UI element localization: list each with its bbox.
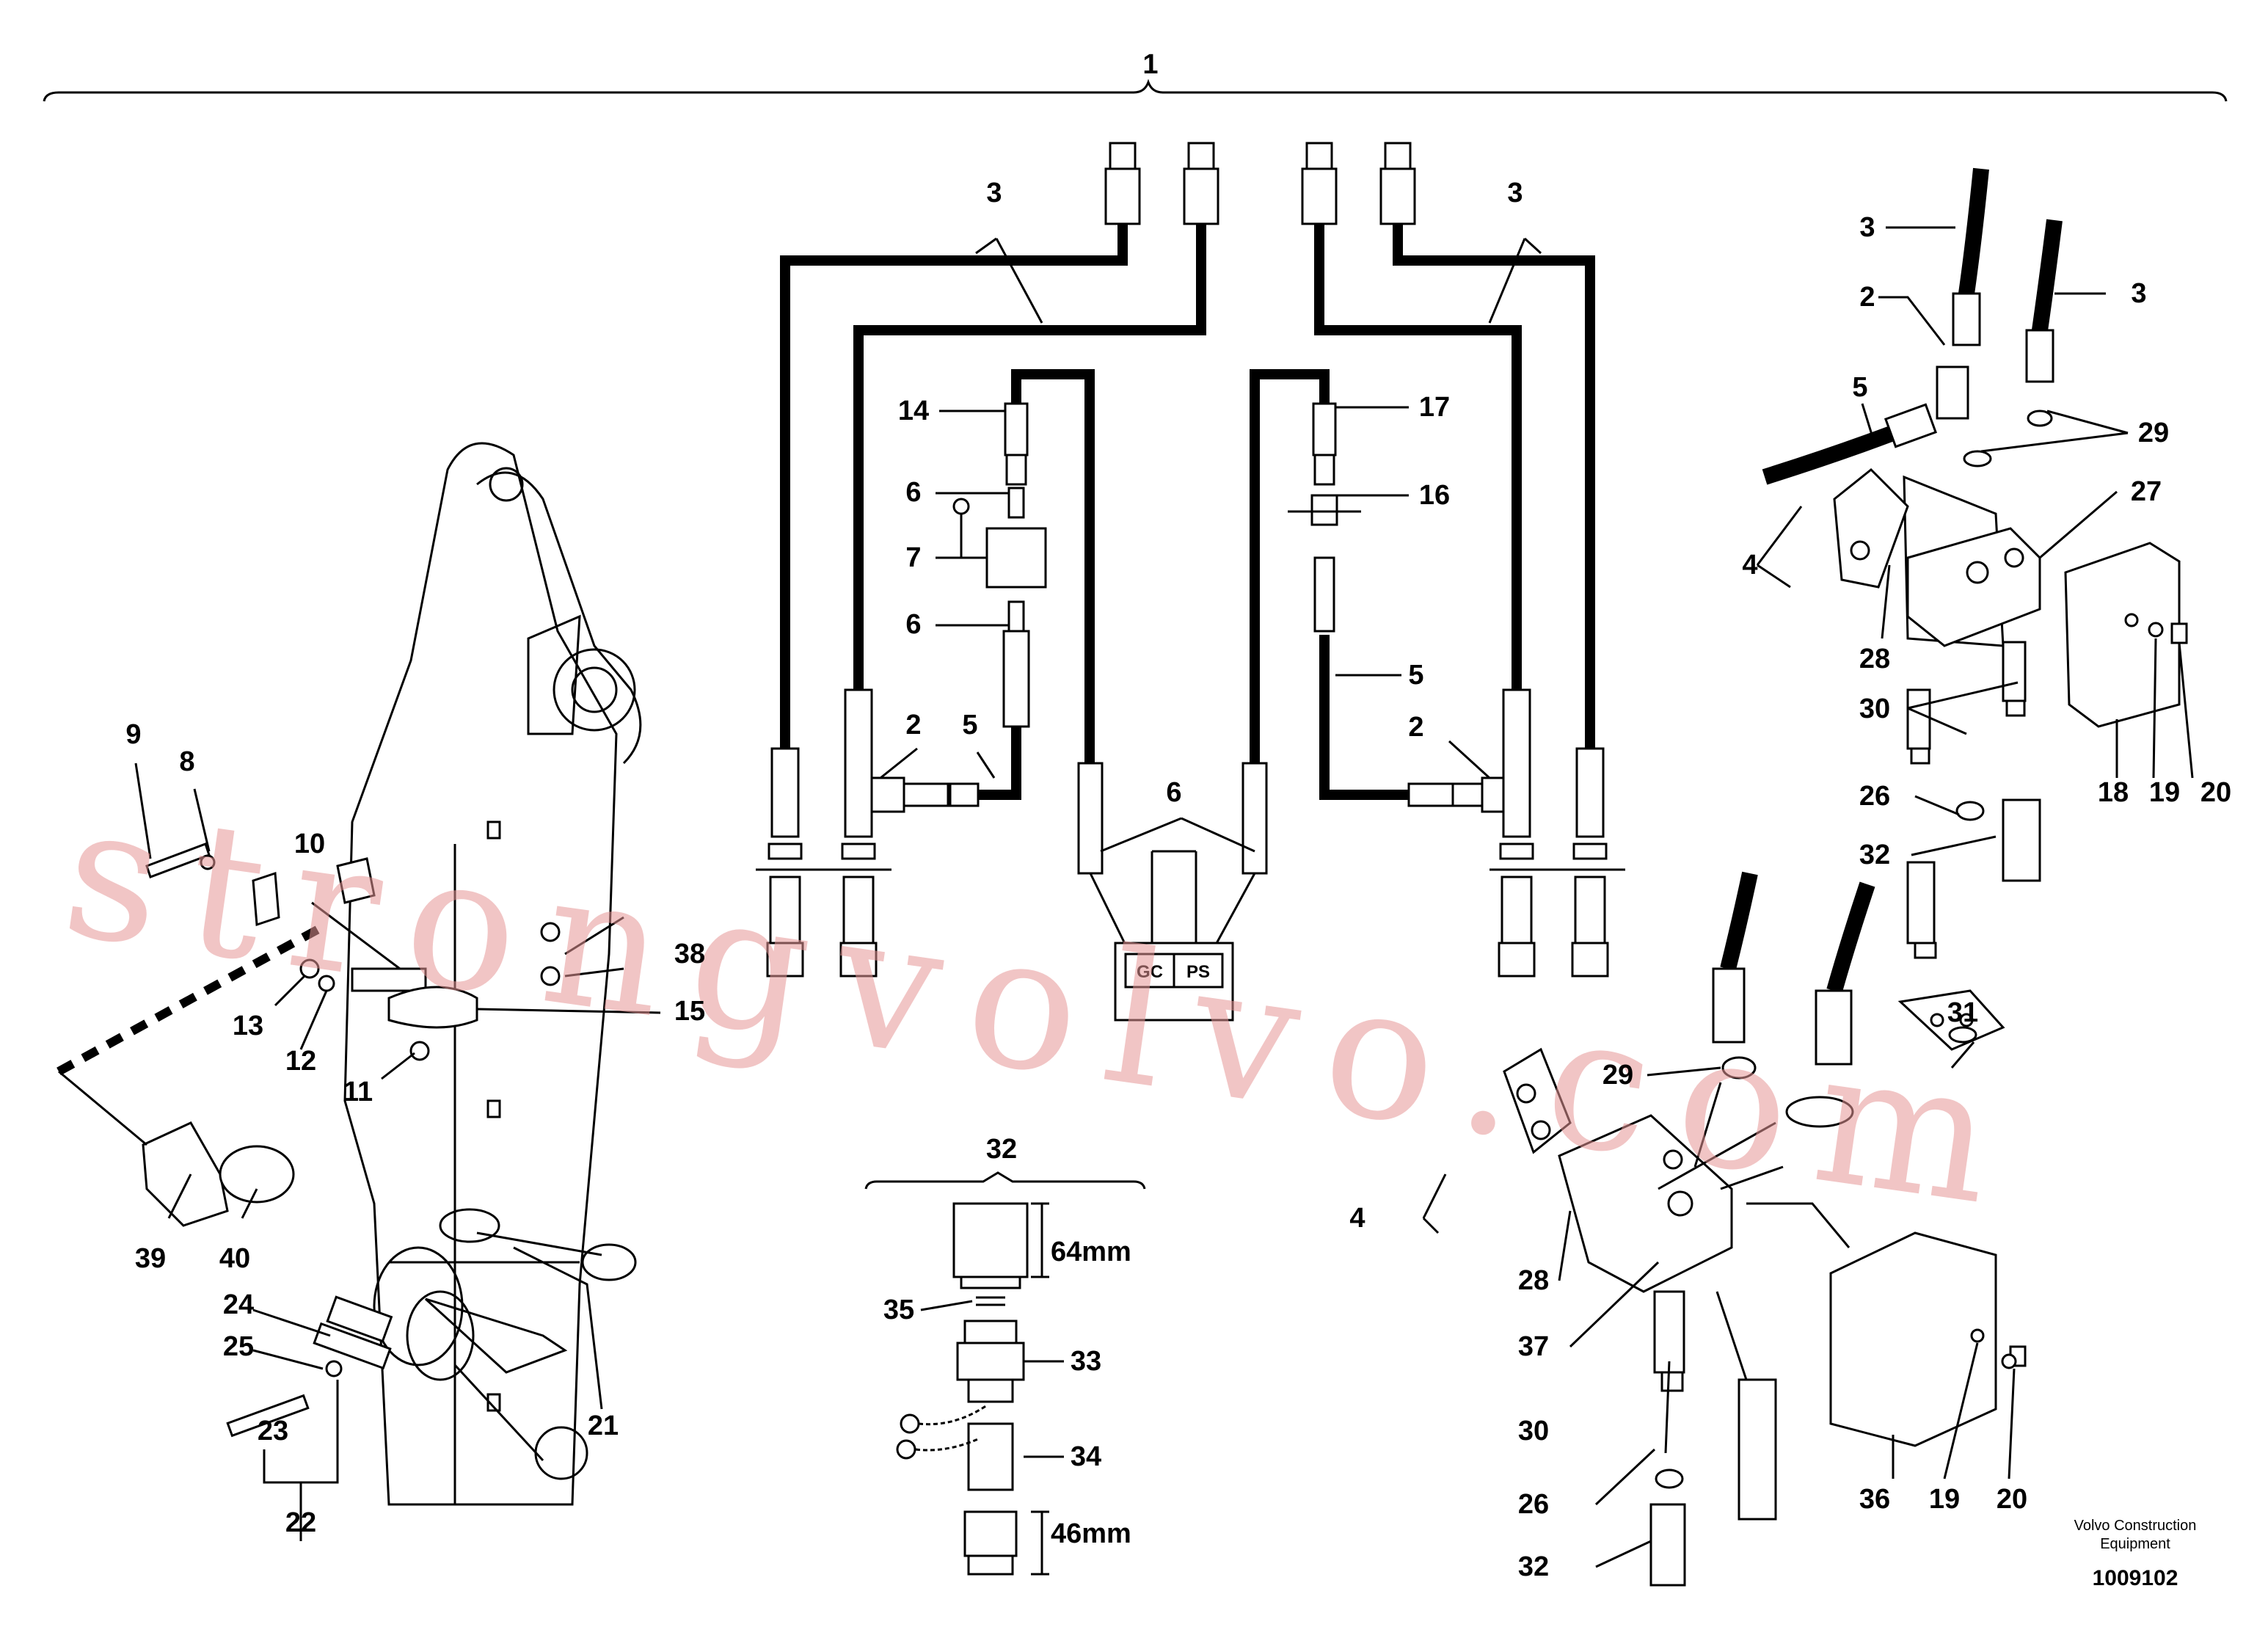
label-3: 3	[2131, 278, 2146, 309]
label-1: 1	[1142, 49, 1158, 80]
boom-leaders	[58, 762, 661, 1541]
label-3: 3	[1507, 178, 1523, 208]
label-13: 13	[233, 1011, 263, 1041]
coupling-group	[864, 1171, 1146, 1576]
label-20: 20	[2200, 777, 2231, 808]
label-5: 5	[1852, 372, 1867, 403]
label-3: 3	[1859, 212, 1875, 243]
label-33: 33	[1071, 1346, 1101, 1377]
company-name-line2: Equipment	[2100, 1536, 2170, 1552]
label-6: 6	[905, 477, 921, 508]
boom-arm	[326, 442, 642, 1506]
label-9: 9	[125, 719, 141, 750]
label-5: 5	[962, 710, 977, 740]
detail-lower-right	[1503, 871, 2027, 1587]
label-26: 26	[1859, 781, 1890, 812]
label-11: 11	[343, 1077, 373, 1107]
label-34: 34	[1071, 1441, 1101, 1472]
document-number: 1009102	[2093, 1566, 2178, 1590]
label-28: 28	[1518, 1265, 1549, 1296]
label-19: 19	[1929, 1484, 1960, 1515]
label-19: 19	[2149, 777, 2180, 808]
label-29: 29	[2138, 418, 2169, 448]
label-20: 20	[1997, 1484, 2027, 1515]
label-32: 32	[1518, 1551, 1549, 1582]
routing-dashed-line	[56, 920, 329, 1076]
label-12: 12	[285, 1046, 316, 1077]
dimension-46mm: 46mm	[1051, 1518, 1131, 1549]
label-10: 10	[294, 829, 325, 859]
label-29: 29	[1602, 1060, 1633, 1091]
label-5: 5	[1408, 660, 1423, 691]
boom-small-parts	[142, 842, 561, 1438]
label-40: 40	[219, 1243, 250, 1274]
label-28: 28	[1859, 644, 1890, 674]
label-2: 2	[905, 710, 921, 740]
label-17: 17	[1419, 392, 1450, 423]
label-4: 4	[1742, 550, 1757, 580]
label-2: 2	[1859, 282, 1875, 313]
port-label-ps: PS	[1186, 962, 1210, 982]
hose-group-left	[780, 224, 1206, 800]
label-4: 4	[1349, 1203, 1365, 1234]
top-brace	[43, 79, 2228, 102]
label-2: 2	[1408, 712, 1423, 743]
label-27: 27	[2131, 476, 2162, 507]
fittings-lower-center	[756, 688, 1625, 978]
label-32: 32	[1859, 840, 1890, 870]
upper-right-leaders	[1756, 226, 2194, 856]
label-24: 24	[223, 1289, 254, 1320]
label-35: 35	[883, 1295, 914, 1325]
label-3: 3	[986, 178, 1002, 208]
label-21: 21	[588, 1411, 619, 1441]
company-name-line1: Volvo Construction	[2074, 1518, 2197, 1534]
label-6: 6	[1166, 777, 1181, 808]
lower-right-leaders	[1422, 1041, 2016, 1568]
port-label-gc: GC	[1137, 962, 1163, 982]
label-25: 25	[223, 1331, 254, 1362]
gc-ps-block: GC PS	[1077, 762, 1268, 1022]
label-38: 38	[674, 939, 705, 969]
label-6: 6	[905, 609, 921, 640]
label-39: 39	[135, 1243, 166, 1274]
label-36: 36	[1859, 1484, 1890, 1515]
label-32: 32	[986, 1134, 1017, 1165]
dimension-64mm: 64mm	[1051, 1237, 1131, 1267]
label-16: 16	[1419, 480, 1450, 511]
label-30: 30	[1518, 1416, 1549, 1446]
label-14: 14	[898, 396, 929, 426]
label-18: 18	[2098, 777, 2129, 808]
label-31: 31	[1947, 997, 1978, 1028]
central-leaders	[880, 237, 1542, 853]
hose-fittings-top	[1104, 142, 1416, 225]
label-7: 7	[905, 542, 921, 573]
label-37: 37	[1518, 1331, 1549, 1362]
detail-upper-right	[1762, 167, 2188, 959]
label-22: 22	[285, 1507, 316, 1538]
label-30: 30	[1859, 694, 1890, 724]
label-23: 23	[258, 1416, 288, 1446]
hose-group-right	[1250, 224, 1595, 800]
label-15: 15	[674, 996, 705, 1027]
valve-line-right	[1288, 402, 1525, 813]
callout-labels: 3 3 3 3 14 6 7 6 2 5 6 17 16 5 2 2 5 29 …	[125, 178, 2231, 1582]
label-26: 26	[1518, 1489, 1549, 1520]
valve-line-left	[861, 402, 1047, 813]
watermark-text: strongvolvo.com	[53, 763, 2034, 1249]
label-8: 8	[179, 746, 194, 777]
